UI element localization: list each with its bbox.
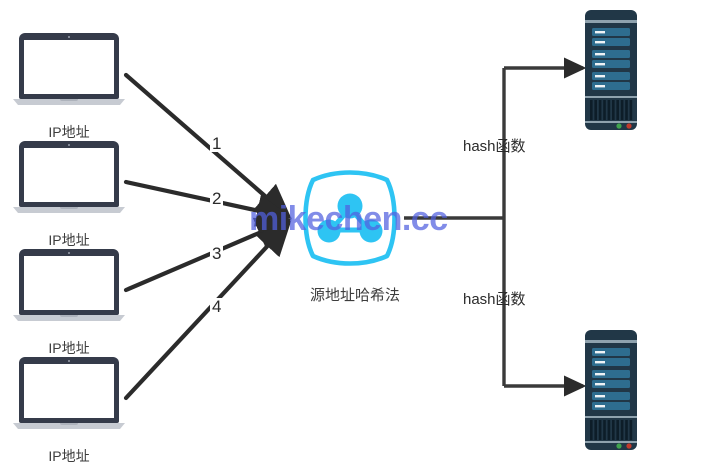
balancer-trunk xyxy=(404,68,506,386)
client-label-1: IP地址 xyxy=(48,124,90,140)
server-icon xyxy=(585,10,637,130)
edge-number-1: 1 xyxy=(210,134,224,153)
laptop-camera-icon xyxy=(68,144,70,146)
laptop-screen xyxy=(24,148,114,202)
laptop-base xyxy=(13,315,125,322)
status-led-red xyxy=(626,123,632,129)
laptop-camera-icon xyxy=(68,360,70,362)
client-node-1[interactable]: IP地址 xyxy=(13,33,125,142)
client-label-2: IP地址 xyxy=(48,232,90,248)
balancer-node[interactable] xyxy=(295,168,405,268)
server-node-bottom[interactable] xyxy=(583,330,639,455)
client-node-4[interactable]: IP地址 xyxy=(13,357,125,466)
laptop-camera-icon xyxy=(68,252,70,254)
laptop-base xyxy=(13,207,125,214)
balancer-label: 源地址哈希法 xyxy=(309,287,400,304)
server-node-top[interactable] xyxy=(583,10,639,135)
server-icon xyxy=(585,330,637,450)
laptop-camera-icon xyxy=(68,36,70,38)
client-edge-2 xyxy=(123,179,292,227)
laptop-screen xyxy=(24,364,114,418)
branch-label-bottom: hash函数 xyxy=(463,291,526,308)
client-edge-1 xyxy=(123,72,292,220)
laptop-icon xyxy=(19,249,119,315)
network-hub-icon xyxy=(303,170,397,266)
edge-number-4: 4 xyxy=(210,297,224,316)
laptop-icon xyxy=(19,33,119,99)
laptop-base xyxy=(13,99,125,106)
edge-number-3: 3 xyxy=(210,244,224,263)
client-label-3: IP地址 xyxy=(48,340,90,356)
laptop-icon xyxy=(19,141,119,207)
laptop-screen xyxy=(24,40,114,94)
laptop-screen xyxy=(24,256,114,310)
client-label-4: IP地址 xyxy=(48,448,90,464)
client-node-3[interactable]: IP地址 xyxy=(13,249,125,358)
laptop-base xyxy=(13,423,125,430)
status-led-red xyxy=(626,443,632,449)
client-edge-4 xyxy=(123,220,292,401)
status-led-green xyxy=(616,123,622,129)
branch-label-top: hash函数 xyxy=(463,138,526,155)
status-led-green xyxy=(616,443,622,449)
laptop-icon xyxy=(19,357,119,423)
client-node-2[interactable]: IP地址 xyxy=(13,141,125,250)
edge-number-2: 2 xyxy=(210,189,224,208)
